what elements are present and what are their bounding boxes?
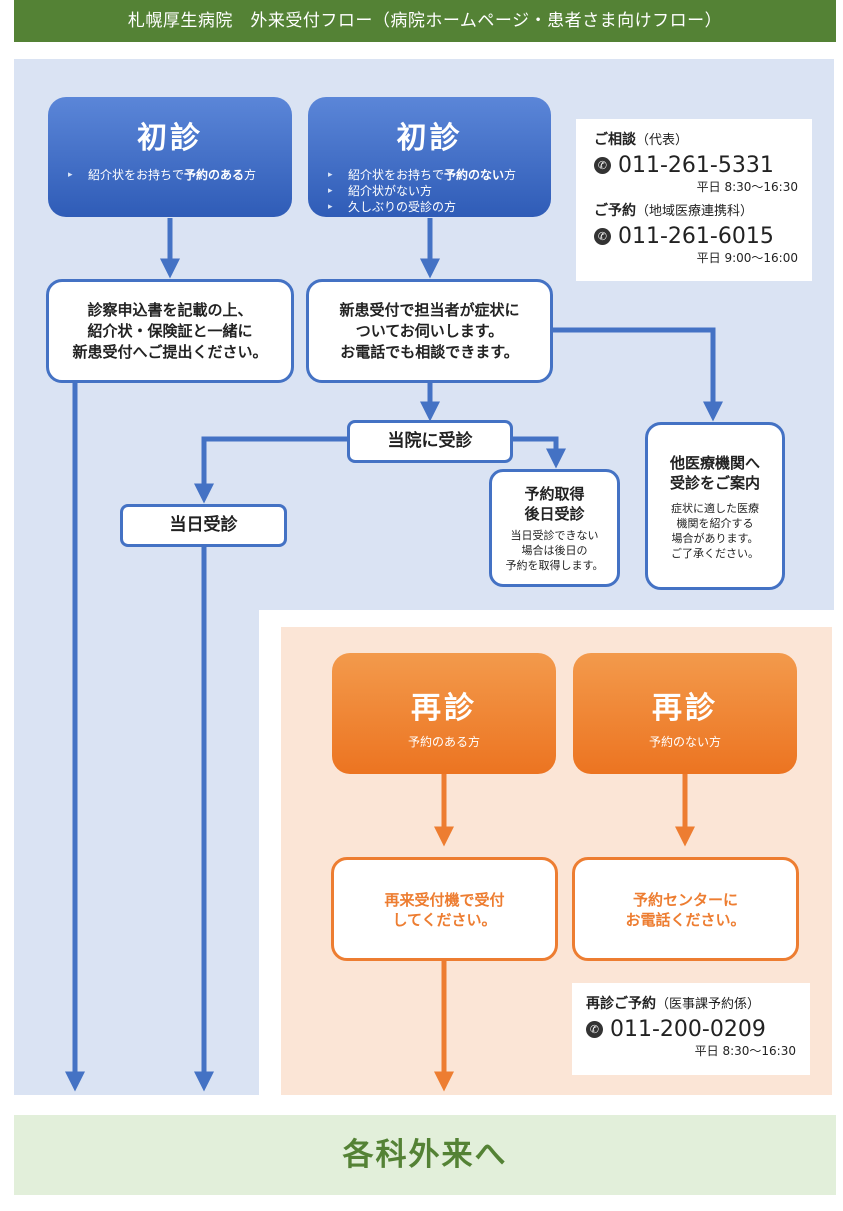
phone-icon: ✆: [594, 228, 611, 245]
new-patient-step-box: 新患受付で担当者が症状に ついてお伺いします。 お電話でも相談できます。: [306, 279, 553, 383]
referral-desc-line: ご了承ください。: [671, 547, 759, 560]
step-line: お電話ください。: [625, 911, 746, 929]
first-visit-unreserved-box: 初診 紹介状をお持ちで予約のない方 紹介状がない方 久しぶりの受診の方: [308, 97, 551, 217]
arrow-new-patient-to-referral: [552, 327, 723, 422]
step-line: 予約センターに: [632, 891, 738, 909]
clinics-destination: 各科外来へ: [14, 1115, 836, 1195]
revisit-reserve-label: 再診ご予約: [586, 996, 656, 1012]
consult-phone-row: ✆ 011-261-5331: [594, 153, 798, 178]
revisit-hours: 平日 8:30～16:30: [694, 1044, 796, 1058]
application-step-box: 診察申込書を記載の上、 紹介状・保険証と一緒に 新患受付へご提出ください。: [46, 279, 294, 383]
consult-phone-number: 011-261-5331: [618, 153, 774, 178]
later-title-line: 後日受診: [524, 505, 585, 523]
reserve-phone-number: 011-261-6015: [618, 224, 774, 249]
step-line: 新患受付で担当者が症状に: [339, 301, 520, 319]
reserve-label: ご予約: [594, 203, 636, 219]
reserve-sub: （地域医療連携科）: [636, 204, 754, 219]
condition-item: 紹介状がない方: [328, 183, 551, 199]
referral-title-line: 受診をご案内: [669, 474, 760, 492]
referral-desc-line: 機関を紹介する: [676, 517, 754, 530]
page-header: 札幌厚生病院 外来受付フロー（病院ホームページ・患者さま向けフロー）: [14, 0, 836, 42]
reserve-hours: 平日 9:00～16:00: [696, 251, 798, 265]
step-line: お電話でも相談できます。: [340, 343, 519, 361]
condition-item: 紹介状をお持ちで予約のない方: [328, 167, 551, 183]
referral-box: 他医療機関へ 受診をご案内 症状に適した医療 機関を紹介する 場合があります。 …: [645, 422, 785, 590]
revisit-unreserved-sub: 予約のない方: [648, 735, 721, 749]
revisit-contact-box: 再診ご予約（医事課予約係） ✆ 011-200-0209 平日 8:30～16:…: [572, 983, 810, 1075]
revisit-phone-number: 011-200-0209: [610, 1017, 766, 1042]
consult-label: ご相談: [594, 132, 636, 148]
revisit-phone-row: ✆ 011-200-0209: [586, 1017, 796, 1042]
revisit-reserved-sub: 予約のある方: [407, 735, 480, 749]
arrow-visit-here-to-same-day: [194, 436, 349, 504]
call-center-box: 予約センターに お電話ください。: [572, 857, 799, 961]
first-visit-unreserved-conditions: 紹介状をお持ちで予約のない方 紹介状がない方 久しぶりの受診の方: [328, 167, 551, 215]
referral-title-line: 他医療機関へ: [669, 454, 760, 472]
reserve-phone-row: ✆ 011-261-6015: [594, 224, 798, 249]
reception-machine-box: 再来受付機で受付 してください。: [331, 857, 558, 961]
step-line: 診察申込書を記載の上、: [87, 301, 253, 319]
consult-hours: 平日 8:30～16:30: [696, 180, 798, 194]
arrow-visit-here-to-later: [512, 436, 566, 469]
phone-icon: ✆: [586, 1021, 603, 1038]
referral-desc-line: 症状に適した医療: [671, 502, 759, 515]
later-desc-line: 場合は後日の: [521, 544, 588, 557]
step-line: してください。: [392, 911, 497, 929]
revisit-unreserved-box: 再診 予約のない方: [573, 653, 797, 774]
step-line: 再来受付機で受付: [384, 891, 505, 909]
later-visit-box: 予約取得 後日受診 当日受診できない 場合は後日の 予約を取得します。: [489, 469, 620, 587]
later-desc-line: 当日受診できない: [510, 529, 599, 542]
first-visit-reserved-conditions: 紹介状をお持ちで予約のある方: [68, 167, 292, 183]
visit-here-label: 当院に受診: [387, 431, 473, 451]
first-visit-unreserved-title: 初診: [396, 121, 463, 156]
revisit-reserved-title: 再診: [411, 691, 477, 726]
first-visit-reserved-box: 初診 紹介状をお持ちで予約のある方: [48, 97, 292, 217]
revisit-reserved-box: 再診 予約のある方: [332, 653, 556, 774]
first-visit-reserved-title: 初診: [137, 121, 203, 156]
condition-item: 久しぶりの受診の方: [328, 199, 551, 215]
same-day-label: 当日受診: [169, 515, 238, 535]
same-day-box: 当日受診: [120, 504, 287, 547]
step-line: ついてお伺いします。: [355, 322, 504, 340]
later-desc-line: 予約を取得します。: [505, 559, 604, 572]
later-title-line: 予約取得: [524, 485, 585, 503]
visit-here-box: 当院に受診: [347, 420, 513, 463]
condition-item: 紹介状をお持ちで予約のある方: [68, 167, 292, 183]
step-line: 新患受付へご提出ください。: [72, 343, 268, 361]
revisit-unreserved-title: 再診: [652, 691, 718, 726]
step-line: 紹介状・保険証と一緒に: [87, 322, 253, 340]
consult-sub: （代表）: [636, 133, 689, 148]
first-visit-panel-extension: [14, 609, 259, 1095]
first-visit-contact-box: ご相談（代表） ✆ 011-261-5331 平日 8:30～16:30 ご予約…: [576, 119, 812, 281]
referral-desc-line: 場合があります。: [671, 532, 759, 545]
revisit-reserve-sub: （医事課予約係）: [656, 997, 761, 1012]
phone-icon: ✆: [594, 157, 611, 174]
